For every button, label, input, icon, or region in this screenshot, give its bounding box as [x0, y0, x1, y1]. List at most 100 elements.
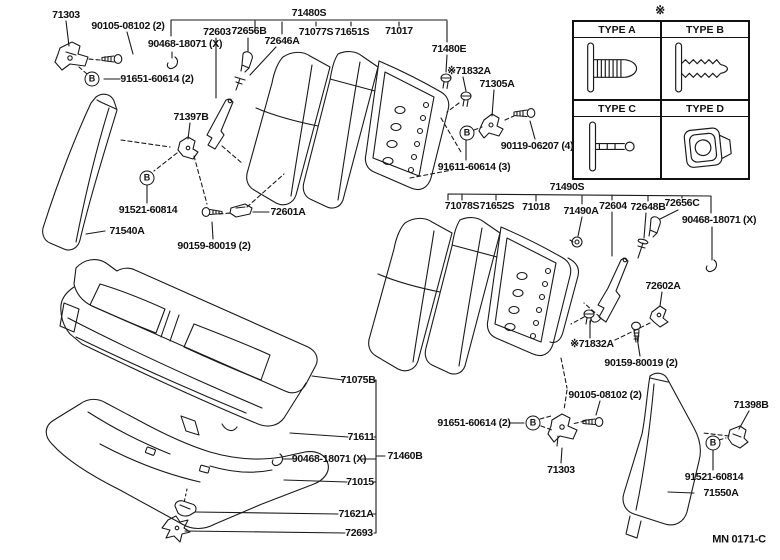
callout-b-5: B [705, 435, 721, 451]
bracket-71490s-lines [447, 193, 713, 261]
bolt-90105-upper-icon [101, 54, 123, 64]
type-d-clip-icon [683, 127, 732, 168]
part-label-91521-right: 91521-60814 [684, 470, 744, 483]
callout-b-1: B [84, 71, 100, 87]
callout-b-2: B [139, 170, 155, 186]
floor-carpet [45, 398, 329, 530]
part-label-71017: 71017 [385, 24, 413, 37]
part-label-71832a-upper: ※71832A [447, 64, 491, 77]
page-code: MN 0171-C [712, 533, 766, 546]
part-label-72603: 72603 [203, 25, 231, 38]
part-label-72646a: 72646A [264, 34, 300, 47]
type-a-header: TYPE A [574, 22, 660, 38]
type-b-cell: TYPE B [661, 21, 749, 100]
clip-72601a-icon [229, 203, 253, 218]
type-a-clip-icon [587, 42, 638, 93]
type-a-cell: TYPE A [573, 21, 661, 100]
type-c-header: TYPE C [574, 101, 660, 117]
part-label-71018: 71018 [522, 200, 550, 213]
leader-lines [65, 20, 750, 494]
part-label-71460b: 71460B [387, 449, 423, 462]
part-label-71077s: 71077S [298, 25, 334, 38]
part-label-90105-right: 90105-08102 (2) [568, 388, 642, 401]
part-label-71303-lower: 71303 [547, 463, 575, 476]
part-label-90119: 90119-06207 (4) [500, 139, 574, 152]
part-label-91651-upper: 91651-60614 (2) [120, 72, 194, 85]
part-label-71490s: 71490S [549, 180, 585, 193]
type-d-cell: TYPE D [661, 100, 749, 179]
part-label-71480e: 71480E [431, 42, 467, 55]
part-label-91521-left: 91521-60814 [118, 203, 178, 216]
bolt-90159-left-icon [201, 207, 223, 217]
lock-72693-icon [161, 515, 191, 543]
part-label-71652s: 71652S [479, 199, 515, 212]
side-bolster-left [42, 93, 118, 251]
part-label-71651s: 71651S [334, 25, 370, 38]
part-label-90468-right: 90468-18071 (X) [681, 213, 757, 226]
seat-back-right-assembly [368, 217, 580, 375]
part-label-72656b: 72656B [231, 24, 267, 37]
part-label-71075b: 71075B [340, 373, 376, 386]
hook-90468-upper-icon [166, 56, 178, 70]
bracket-71480s-lines [170, 19, 448, 59]
pin-72648b-icon [637, 238, 649, 259]
hinge-71303-lower-icon [547, 413, 578, 447]
dashed-links [78, 58, 730, 441]
part-label-91651-bottom: 91651-60614 (2) [437, 416, 511, 429]
part-label-72604: 72604 [599, 199, 627, 212]
type-c-cell: TYPE C [573, 100, 661, 179]
part-label-71305a: 71305A [479, 77, 515, 90]
bolt-90159-right-icon [631, 321, 641, 343]
part-label-72648b: 72648B [630, 200, 666, 213]
bolt-90105-right-icon [582, 417, 604, 427]
type-b-clip-icon [675, 42, 729, 93]
seat-back-left-assembly [246, 51, 450, 209]
clip-71832a-upper-icon [460, 91, 472, 108]
part-label-71398b: 71398B [733, 398, 769, 411]
part-label-71621a: 71621A [338, 507, 374, 520]
hook-90468-bottom-icon [271, 453, 283, 467]
pin-72646a-icon [234, 76, 246, 91]
part-label-71480s: 71480S [291, 6, 327, 19]
dotted-links [183, 488, 188, 504]
hinge-71303-upper-icon [54, 41, 89, 71]
hinge-71305a-icon [478, 113, 504, 139]
part-label-71015: 71015 [346, 475, 374, 488]
callout-b-4: B [525, 415, 541, 431]
type-b-header: TYPE B [662, 22, 748, 38]
type-d-header: TYPE D [662, 101, 748, 117]
bolt-90119-icon [513, 108, 536, 118]
part-label-72693: 72693 [345, 526, 373, 539]
part-label-91611: 91611-60614 (3) [437, 160, 511, 173]
clip-71480e-icon [440, 73, 452, 90]
side-bolster-right [622, 372, 701, 539]
part-label-90468-upper: 90468-18071 (X) [147, 37, 223, 50]
part-label-72601a: 72601A [270, 205, 306, 218]
clip-71832a-right-icon [583, 309, 595, 326]
clip-type-table: TYPE A TYPE B TYPE C [572, 20, 750, 180]
bracket-71460b-lines [184, 375, 386, 534]
part-label-71490a: 71490A [563, 204, 599, 217]
part-label-71832a-right: ※71832A [570, 337, 614, 350]
clip-72602a-icon [649, 305, 669, 328]
plug-72656c-icon [648, 216, 661, 238]
type-c-clip-icon [589, 121, 635, 172]
clip-71398b-icon [727, 425, 749, 449]
rod-72603-icon [206, 98, 234, 150]
reference-mark: ※ [655, 3, 665, 17]
callout-b-3: B [459, 125, 475, 141]
part-label-71303-upper: 71303 [52, 8, 80, 21]
part-label-71540a: 71540A [109, 224, 145, 237]
grommet-71621a-icon [174, 500, 197, 517]
part-label-90468-bottom: 90468-18071 (X) [291, 452, 367, 465]
part-label-71078s: 71078S [444, 199, 480, 212]
hook-90468-right-icon [705, 259, 717, 273]
hinge-71397b-icon [177, 136, 199, 160]
part-label-71550a: 71550A [703, 486, 739, 499]
seat-cushion [59, 259, 318, 436]
part-label-90105-upper: 90105-08102 (2) [91, 19, 165, 32]
part-label-72656c: 72656C [664, 196, 700, 209]
plug-72656b-icon [240, 51, 253, 73]
